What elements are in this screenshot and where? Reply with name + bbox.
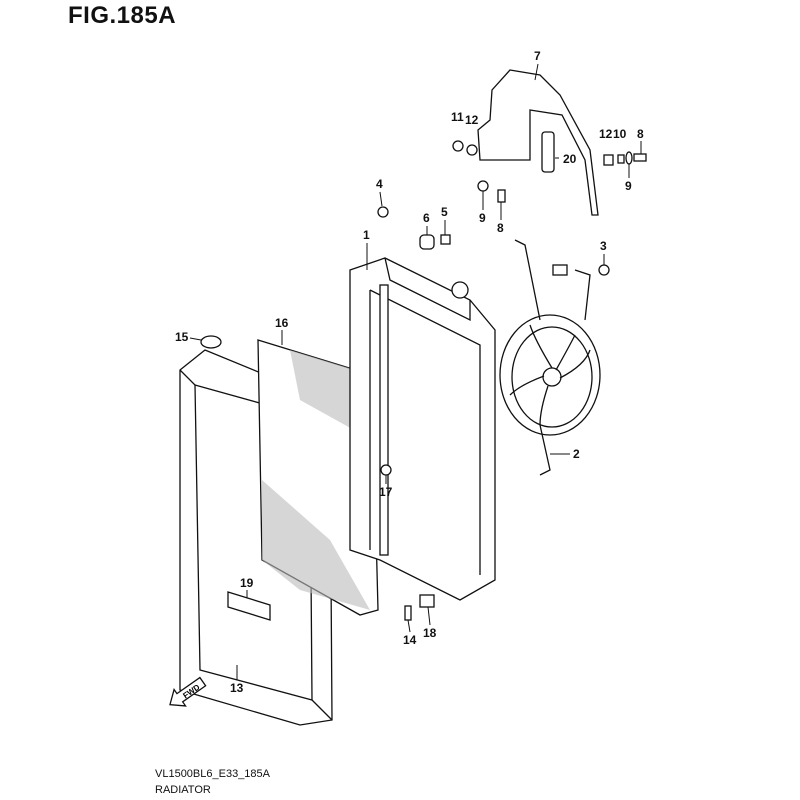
callout-4: 4 bbox=[376, 177, 383, 191]
callout-5: 5 bbox=[441, 205, 448, 219]
label-plate bbox=[227, 591, 271, 621]
callout-9: 9 bbox=[625, 179, 632, 193]
callout-12: 12 bbox=[599, 127, 613, 141]
callout-1: 1 bbox=[363, 228, 370, 242]
callout-11: 11 bbox=[451, 110, 464, 124]
figure-code: VL1500BL6_E33_185A bbox=[155, 768, 270, 780]
callout-labels: 7 11 12 12 10 8 20 9 4 6 5 9 8 1 3 16 15… bbox=[175, 49, 644, 695]
fasteners bbox=[200, 140, 647, 621]
callout-9: 9 bbox=[479, 211, 486, 225]
radiator bbox=[349, 257, 496, 601]
callout-10: 10 bbox=[613, 127, 627, 141]
callout-6: 6 bbox=[423, 211, 430, 225]
callout-15: 15 bbox=[175, 330, 189, 344]
callout-18: 18 bbox=[423, 626, 437, 640]
callout-16: 16 bbox=[275, 316, 289, 330]
callout-20: 20 bbox=[563, 152, 577, 166]
callout-13: 13 bbox=[230, 681, 244, 695]
callout-14: 14 bbox=[403, 633, 417, 647]
callout-8: 8 bbox=[497, 221, 504, 235]
callout-7: 7 bbox=[534, 49, 541, 63]
fan-bracket bbox=[477, 69, 599, 216]
footer: VL1500BL6_E33_185A RADIATOR bbox=[155, 766, 270, 798]
figure-name: RADIATOR bbox=[155, 784, 211, 796]
figure-title: FIG.185A bbox=[68, 2, 177, 29]
leader-lines bbox=[189, 63, 642, 680]
callout-17: 17 bbox=[379, 485, 393, 499]
callout-8: 8 bbox=[637, 127, 644, 141]
callout-19: 19 bbox=[240, 576, 254, 590]
callout-12: 12 bbox=[465, 113, 479, 127]
cooling-fan bbox=[499, 239, 601, 476]
callout-3: 3 bbox=[600, 239, 607, 253]
callout-2: 2 bbox=[573, 447, 580, 461]
